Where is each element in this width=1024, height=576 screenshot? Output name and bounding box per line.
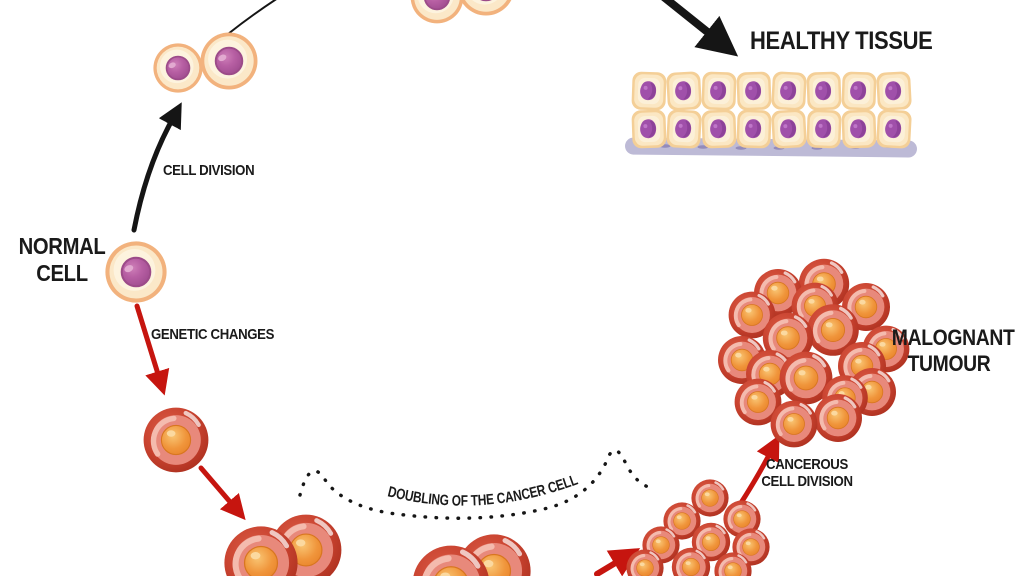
top-cut-cells xyxy=(409,0,516,25)
genetic-changes-arrow-icon xyxy=(134,303,170,396)
cell-division-arrow-icon xyxy=(131,102,182,233)
cluster-step-arrow-icon xyxy=(594,548,641,576)
genetic-changes-label: GENETIC CHANGES xyxy=(151,326,275,343)
doubling-dotted-arc xyxy=(298,448,654,520)
cancer-cell-pair-1 xyxy=(224,515,341,576)
cancerous-cell-division-label: CANCEROUS CELL DIVISION xyxy=(761,456,853,491)
doubling-step-arrow-icon xyxy=(198,465,246,521)
healthy-tissue-label: HEALTHY TISSUE xyxy=(750,27,933,55)
cell-division-label: CELL DIVISION xyxy=(163,162,255,179)
healthy-tissue-illustration xyxy=(625,71,917,158)
healthy-tissue-arrow-icon xyxy=(661,0,739,57)
normal-cell-label: NORMAL CELL xyxy=(18,233,106,286)
malignant-tumour-label: MALOGNANT TUMOUR xyxy=(891,325,1015,376)
cycle-line-icon xyxy=(227,0,277,35)
cancer-cell-pair-2 xyxy=(413,534,531,576)
dividing-normal-cell-pair xyxy=(152,31,259,94)
mutated-cancer-cell xyxy=(144,408,209,473)
tissue-cells xyxy=(631,71,912,149)
doubling-label: DOUBLING OF THE CANCER CELL xyxy=(386,472,580,510)
normal-cell-illustration xyxy=(104,240,168,304)
malignant-tumour-illustration xyxy=(718,259,912,450)
